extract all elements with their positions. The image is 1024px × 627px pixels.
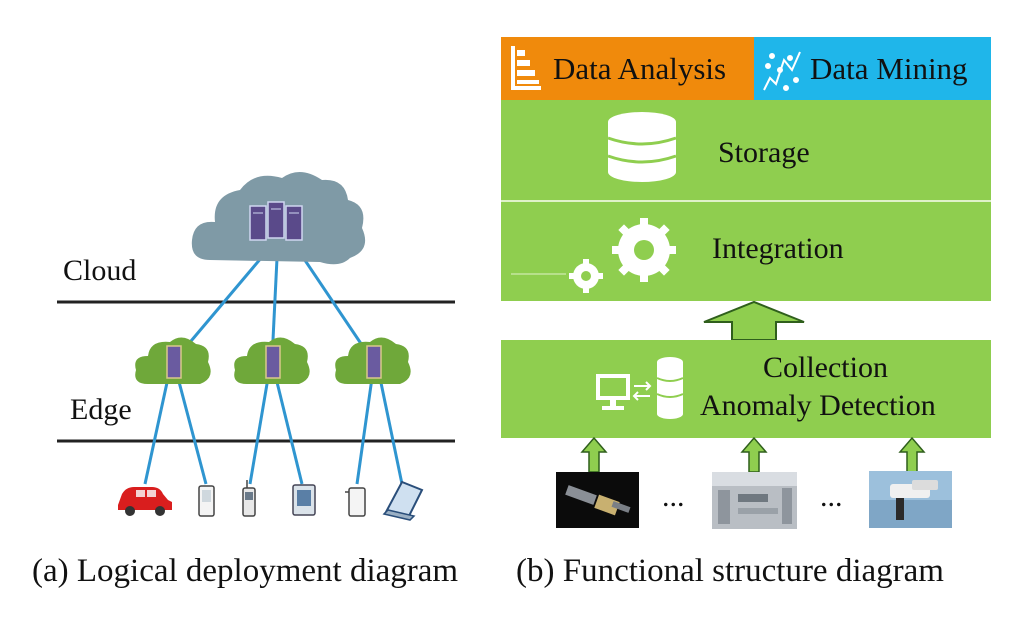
camera-image — [869, 471, 952, 528]
tablet-device-icon — [292, 484, 316, 516]
source-arrow-2 — [740, 436, 768, 473]
monitor-database-icon — [596, 357, 684, 419]
edge-server-icon — [265, 345, 281, 379]
source-arrow-1 — [580, 436, 608, 473]
phone-icon — [198, 485, 215, 517]
scatter-plot-icon — [763, 51, 801, 91]
storage-label: Storage — [718, 136, 810, 169]
data-analysis-box — [501, 37, 754, 100]
pda-icon — [345, 487, 366, 517]
functional-structure-diagram — [501, 37, 991, 529]
bar-chart-icon — [511, 46, 541, 90]
edge-node-2 — [234, 337, 310, 384]
cloud-icon — [191, 171, 366, 265]
cloud-server-icon — [249, 201, 303, 241]
satellite-image — [556, 472, 639, 528]
database-icon — [607, 112, 677, 182]
edge-server-icon — [166, 345, 182, 379]
edge-layer-label: Edge — [70, 393, 132, 426]
handset-icon — [242, 480, 256, 517]
ellipsis-1: ... — [662, 480, 685, 513]
edge-node-1 — [135, 337, 211, 384]
data-mining-label: Data Mining — [810, 51, 968, 86]
caption-b: (b) Functional structure diagram — [516, 553, 944, 589]
edge-server-icon — [366, 345, 382, 379]
edge-node-3 — [335, 337, 411, 384]
car-icon — [118, 487, 172, 516]
collection-label: Collection — [763, 351, 888, 384]
up-arrow-icon — [703, 300, 805, 341]
collection-box — [501, 340, 991, 438]
cloud-layer-label: Cloud — [63, 254, 137, 287]
laptop-icon — [382, 480, 424, 521]
anomaly-detection-label: Anomaly Detection — [700, 389, 936, 422]
integration-label: Integration — [712, 232, 844, 265]
source-arrow-3 — [898, 436, 926, 473]
caption-a: (a) Logical deployment diagram — [32, 553, 459, 589]
edge-device-links — [143, 377, 404, 485]
logical-deployment-diagram — [57, 171, 455, 521]
data-analysis-label: Data Analysis — [553, 51, 727, 86]
ellipsis-2: ... — [820, 480, 843, 513]
gears-icon — [511, 218, 676, 293]
factory-image — [712, 472, 797, 529]
